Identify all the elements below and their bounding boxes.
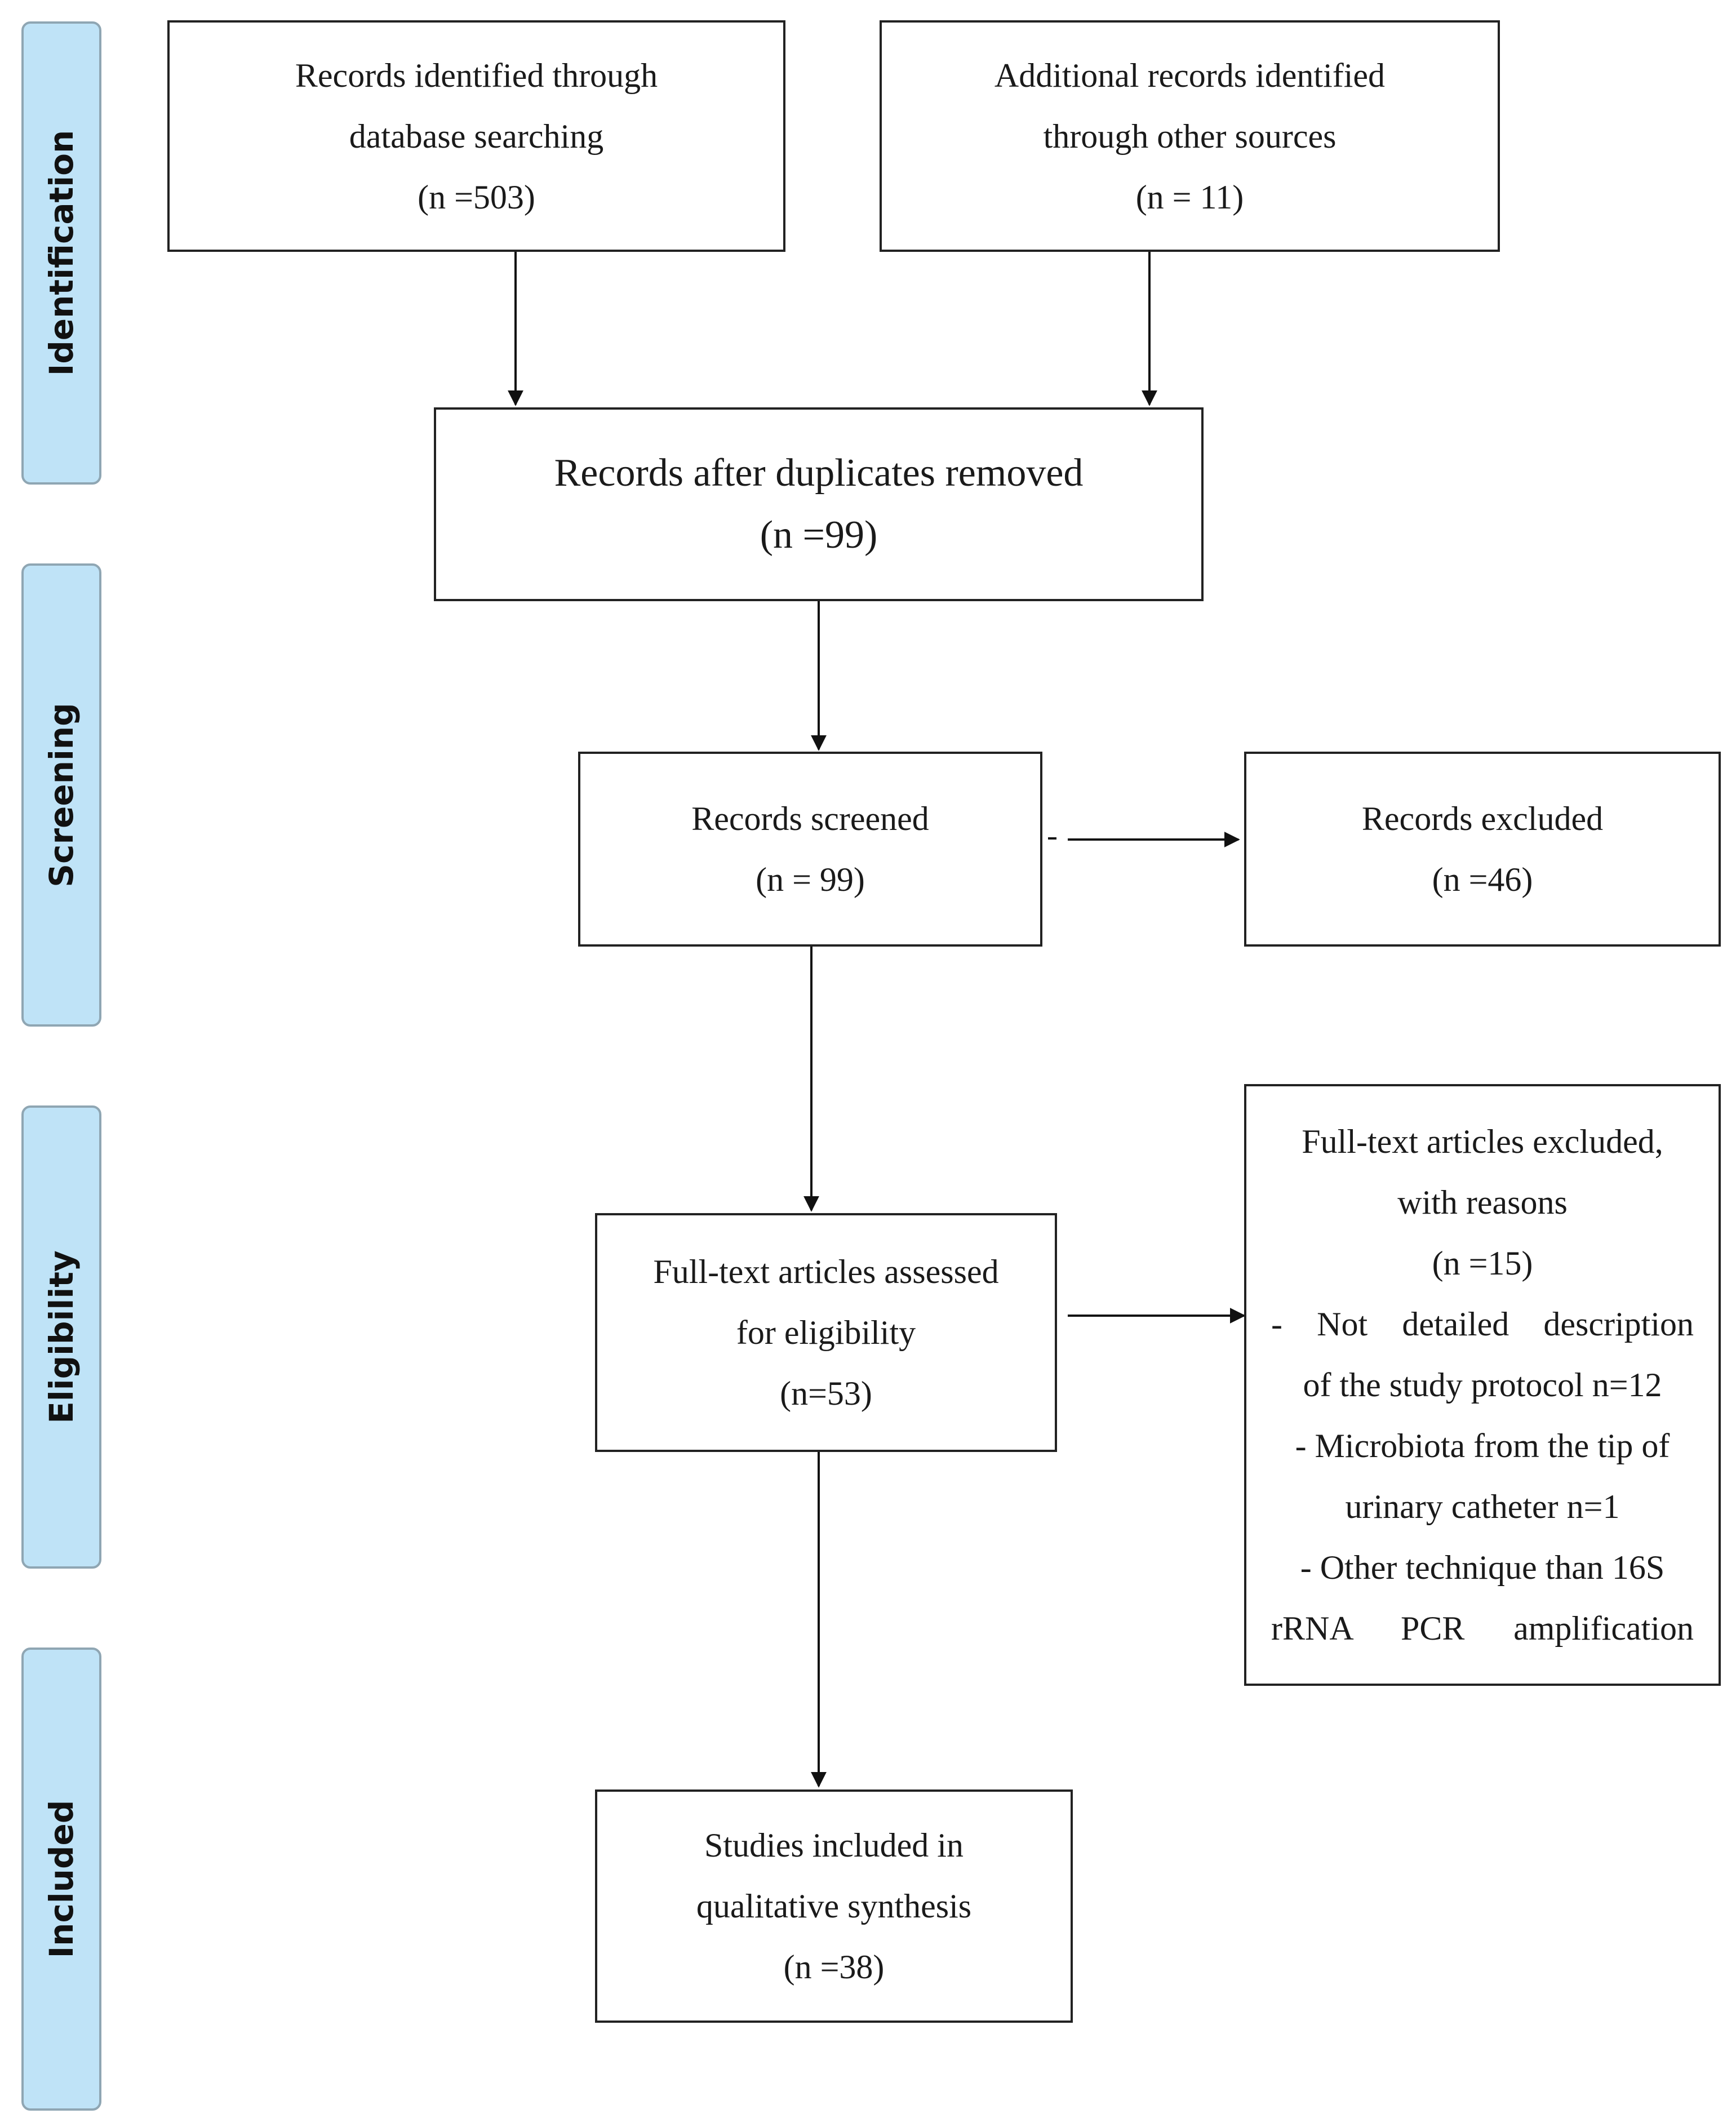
exclusion-reason: - Other technique than 16S	[1300, 1549, 1665, 1586]
fulltext-assessed-line1: Full-text articles assessed	[653, 1253, 999, 1290]
box-other-sources: Additional records identified through ot…	[880, 20, 1500, 252]
after-duplicates-count: (n =99)	[760, 513, 878, 557]
fulltext-assessed-count: (n=53)	[780, 1375, 872, 1412]
box-fulltext-assessed: Full-text articles assessed for eligibil…	[595, 1213, 1057, 1452]
other-sources-line1: Additional records identified	[994, 56, 1386, 94]
box-studies-included: Studies included in qualitative synthesi…	[595, 1789, 1073, 2023]
phase-screening: Screening	[21, 563, 101, 1027]
other-sources-count: (n = 11)	[1135, 178, 1244, 216]
included-count: (n =38)	[783, 1948, 885, 1986]
included-line2: qualitative synthesis	[696, 1888, 972, 1925]
fulltext-excluded-count: (n =15)	[1432, 1245, 1533, 1282]
exclusion-reason: of the study protocol n=12	[1303, 1366, 1662, 1404]
excluded-count: (n =46)	[1432, 861, 1533, 898]
excluded-line1: Records excluded	[1361, 800, 1604, 837]
after-duplicates-line1: Records after duplicates removed	[554, 451, 1084, 495]
exclusion-reason: rRNA PCR amplification	[1271, 1610, 1694, 1647]
database-line2: database searching	[349, 117, 604, 155]
database-count: (n =503)	[418, 178, 535, 216]
exclusion-reason: urinary catheter n=1	[1345, 1488, 1620, 1525]
phase-included: Included	[21, 1648, 101, 2111]
fulltext-excluded-line1: Full-text articles excluded,	[1302, 1123, 1663, 1160]
box-records-excluded: Records excluded (n =46)	[1244, 752, 1721, 947]
screened-line1: Records screened	[691, 800, 929, 837]
other-sources-line2: through other sources	[1043, 117, 1337, 155]
exclusion-reason: - Not detailed description	[1271, 1305, 1694, 1343]
box-database-search: Records identified through database sear…	[167, 20, 785, 252]
box-after-duplicates: Records after duplicates removed (n =99)	[434, 407, 1204, 601]
included-line1: Studies included in	[704, 1827, 964, 1864]
box-fulltext-excluded: Full-text articles excluded, with reason…	[1244, 1084, 1721, 1686]
database-line1: Records identified through	[295, 56, 658, 94]
exclusion-reason: - Microbiota from the tip of	[1295, 1427, 1670, 1464]
fulltext-excluded-line2: with reasons	[1397, 1184, 1568, 1221]
fulltext-assessed-line2: for eligibility	[736, 1314, 916, 1351]
screened-count: (n = 99)	[756, 861, 865, 898]
phase-eligibility: Eligibility	[21, 1105, 101, 1569]
phase-identification: Identification	[21, 21, 101, 485]
box-records-screened: Records screened (n = 99)	[578, 752, 1042, 947]
